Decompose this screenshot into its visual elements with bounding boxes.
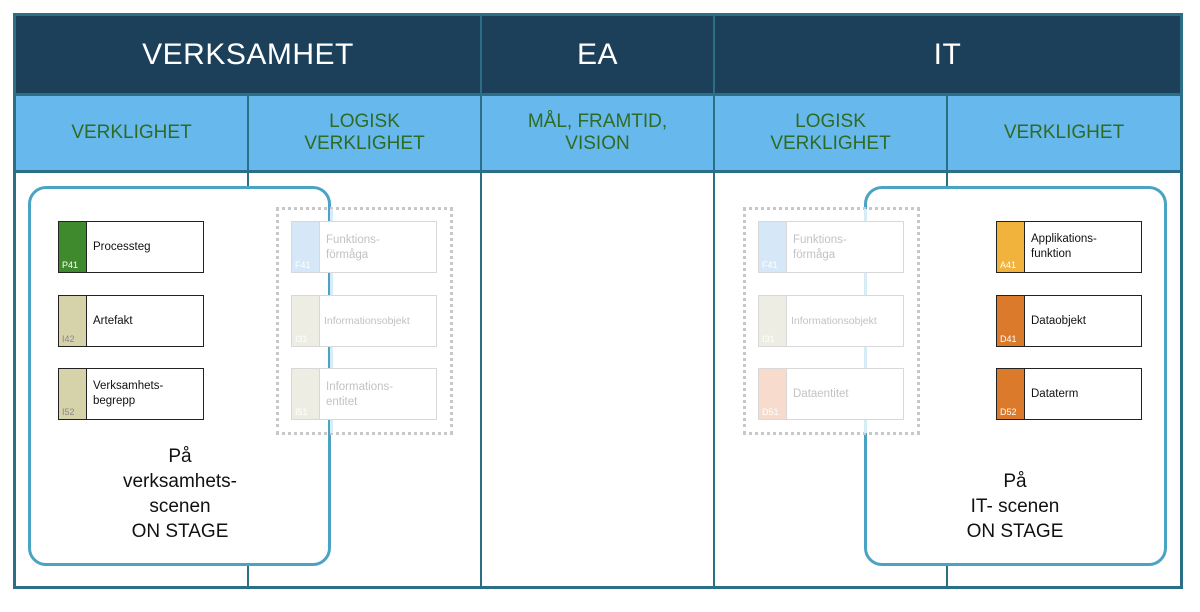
card-funktionsformaga-right: F41 Funktions- förmåga xyxy=(758,221,904,273)
card-funktionsformaga-left-code: F41 xyxy=(295,260,311,270)
card-processteg-code: P41 xyxy=(62,260,79,270)
card-dataterm-label: Dataterm xyxy=(1031,387,1079,400)
column-divider-verksamhet-tail xyxy=(247,566,249,586)
card-dataentitet: D51 Dataentitet xyxy=(758,368,904,420)
card-dataobjekt-label: Dataobjekt xyxy=(1031,314,1086,327)
card-dataobjekt: D41 Dataobjekt xyxy=(996,295,1142,347)
stage-verksamhet-caption: På verksamhets- scenen ON STAGE xyxy=(122,446,238,542)
card-informationsobjekt-right-swatch: I31 xyxy=(759,296,787,346)
subheader-mal: MÅL, FRAMTID, VISION xyxy=(482,96,713,170)
card-funktionsformaga-left: F41 Funktions- förmåga xyxy=(291,221,437,273)
card-dataterm-code: D52 xyxy=(1000,407,1017,417)
card-applikationsfunktion-code: A41 xyxy=(1000,260,1017,270)
card-dataterm-swatch: D52 xyxy=(997,369,1025,419)
subheader-logisk-left-label: LOGISK VERKLIGHET xyxy=(304,111,425,154)
header-it-label: IT xyxy=(933,37,962,71)
column-divider-ea-right xyxy=(713,16,715,586)
card-funktionsformaga-left-label: Funktions- förmåga xyxy=(326,234,380,261)
card-dataentitet-swatch: D51 xyxy=(759,369,787,419)
card-applikationsfunktion-label: Applikations- funktion xyxy=(1031,233,1097,260)
subheader-divider xyxy=(16,170,1180,173)
card-processteg-swatch: P41 xyxy=(59,222,87,272)
card-dataentitet-label: Dataentitet xyxy=(793,387,849,400)
card-verksamhetsbegrepp-code: I52 xyxy=(62,407,75,417)
stage-it-caption: På IT- scenen ON STAGE xyxy=(966,471,1064,542)
card-applikationsfunktion: A41 Applikations- funktion xyxy=(996,221,1142,273)
subheader-logisk-right-label: LOGISK VERKLIGHET xyxy=(770,111,891,154)
card-artefakt-code: I42 xyxy=(62,334,75,344)
card-informationsentitet-code: I51 xyxy=(295,407,308,417)
header-ea: EA xyxy=(482,16,713,93)
card-verksamhetsbegrepp-swatch: I52 xyxy=(59,369,87,419)
subheader-verklighet-right-label: VERKLIGHET xyxy=(1003,122,1125,143)
subheader-verklighet-left-label: VERKLIGHET xyxy=(71,122,192,143)
card-funktionsformaga-left-swatch: F41 xyxy=(292,222,320,272)
header-divider xyxy=(16,93,1180,96)
card-informationsobjekt-left: I31 Informationsobjekt xyxy=(291,295,437,347)
card-informationsobjekt-left-swatch: I31 xyxy=(292,296,320,346)
card-artefakt-label: Artefakt xyxy=(93,314,133,327)
card-informationsobjekt-left-code: I31 xyxy=(295,334,308,344)
card-verksamhetsbegrepp: I52 Verksamhets- begrepp xyxy=(58,368,204,420)
card-informationsobjekt-right-label: Informationsobjekt xyxy=(791,314,877,327)
card-dataentitet-code: D51 xyxy=(762,407,779,417)
subheader-verklighet-right: VERKLIGHET xyxy=(948,96,1180,170)
card-verksamhetsbegrepp-label: Verksamhets- begrepp xyxy=(93,380,164,407)
card-processteg-label: Processteg xyxy=(93,240,151,253)
card-informationsentitet-swatch: I51 xyxy=(292,369,320,419)
card-artefakt: I42 Artefakt xyxy=(58,295,204,347)
card-funktionsformaga-right-code: F41 xyxy=(762,260,778,270)
subheader-logisk-left: LOGISK VERKLIGHET xyxy=(249,96,480,170)
subheader-mal-label: MÅL, FRAMTID, VISION xyxy=(527,111,668,154)
card-dataobjekt-code: D41 xyxy=(1000,334,1017,344)
logical-group-left xyxy=(276,207,453,435)
subheader-logisk-right: LOGISK VERKLIGHET xyxy=(715,96,946,170)
header-ea-label: EA xyxy=(576,37,619,71)
card-funktionsformaga-right-swatch: F41 xyxy=(759,222,787,272)
card-processteg: P41 Processteg xyxy=(58,221,204,273)
card-dataobjekt-swatch: D41 xyxy=(997,296,1025,346)
card-funktionsformaga-right-label: Funktions- förmåga xyxy=(793,234,847,261)
column-divider-ea-left xyxy=(480,16,482,586)
card-informationsobjekt-right: I31 Informationsobjekt xyxy=(758,295,904,347)
card-informationsentitet: I51 Informations- entitet xyxy=(291,368,437,420)
card-applikationsfunktion-swatch: A41 xyxy=(997,222,1025,272)
column-divider-it-tail xyxy=(946,566,948,586)
card-informationsobjekt-left-label: Informationsobjekt xyxy=(324,314,410,327)
column-divider-verksamhet-head xyxy=(247,172,249,186)
card-informationsobjekt-right-code: I31 xyxy=(762,334,775,344)
header-verksamhet-label: VERKSAMHET xyxy=(142,37,354,71)
card-informationsentitet-label: Informations- entitet xyxy=(326,381,394,408)
header-it: IT xyxy=(715,16,1180,93)
logical-group-right xyxy=(743,207,920,435)
column-divider-it-head xyxy=(946,172,948,186)
subheader-verklighet-left: VERKLIGHET xyxy=(16,96,247,170)
header-verksamhet: VERKSAMHET xyxy=(16,16,480,93)
card-artefakt-swatch: I42 xyxy=(59,296,87,346)
card-dataterm: D52 Dataterm xyxy=(996,368,1142,420)
